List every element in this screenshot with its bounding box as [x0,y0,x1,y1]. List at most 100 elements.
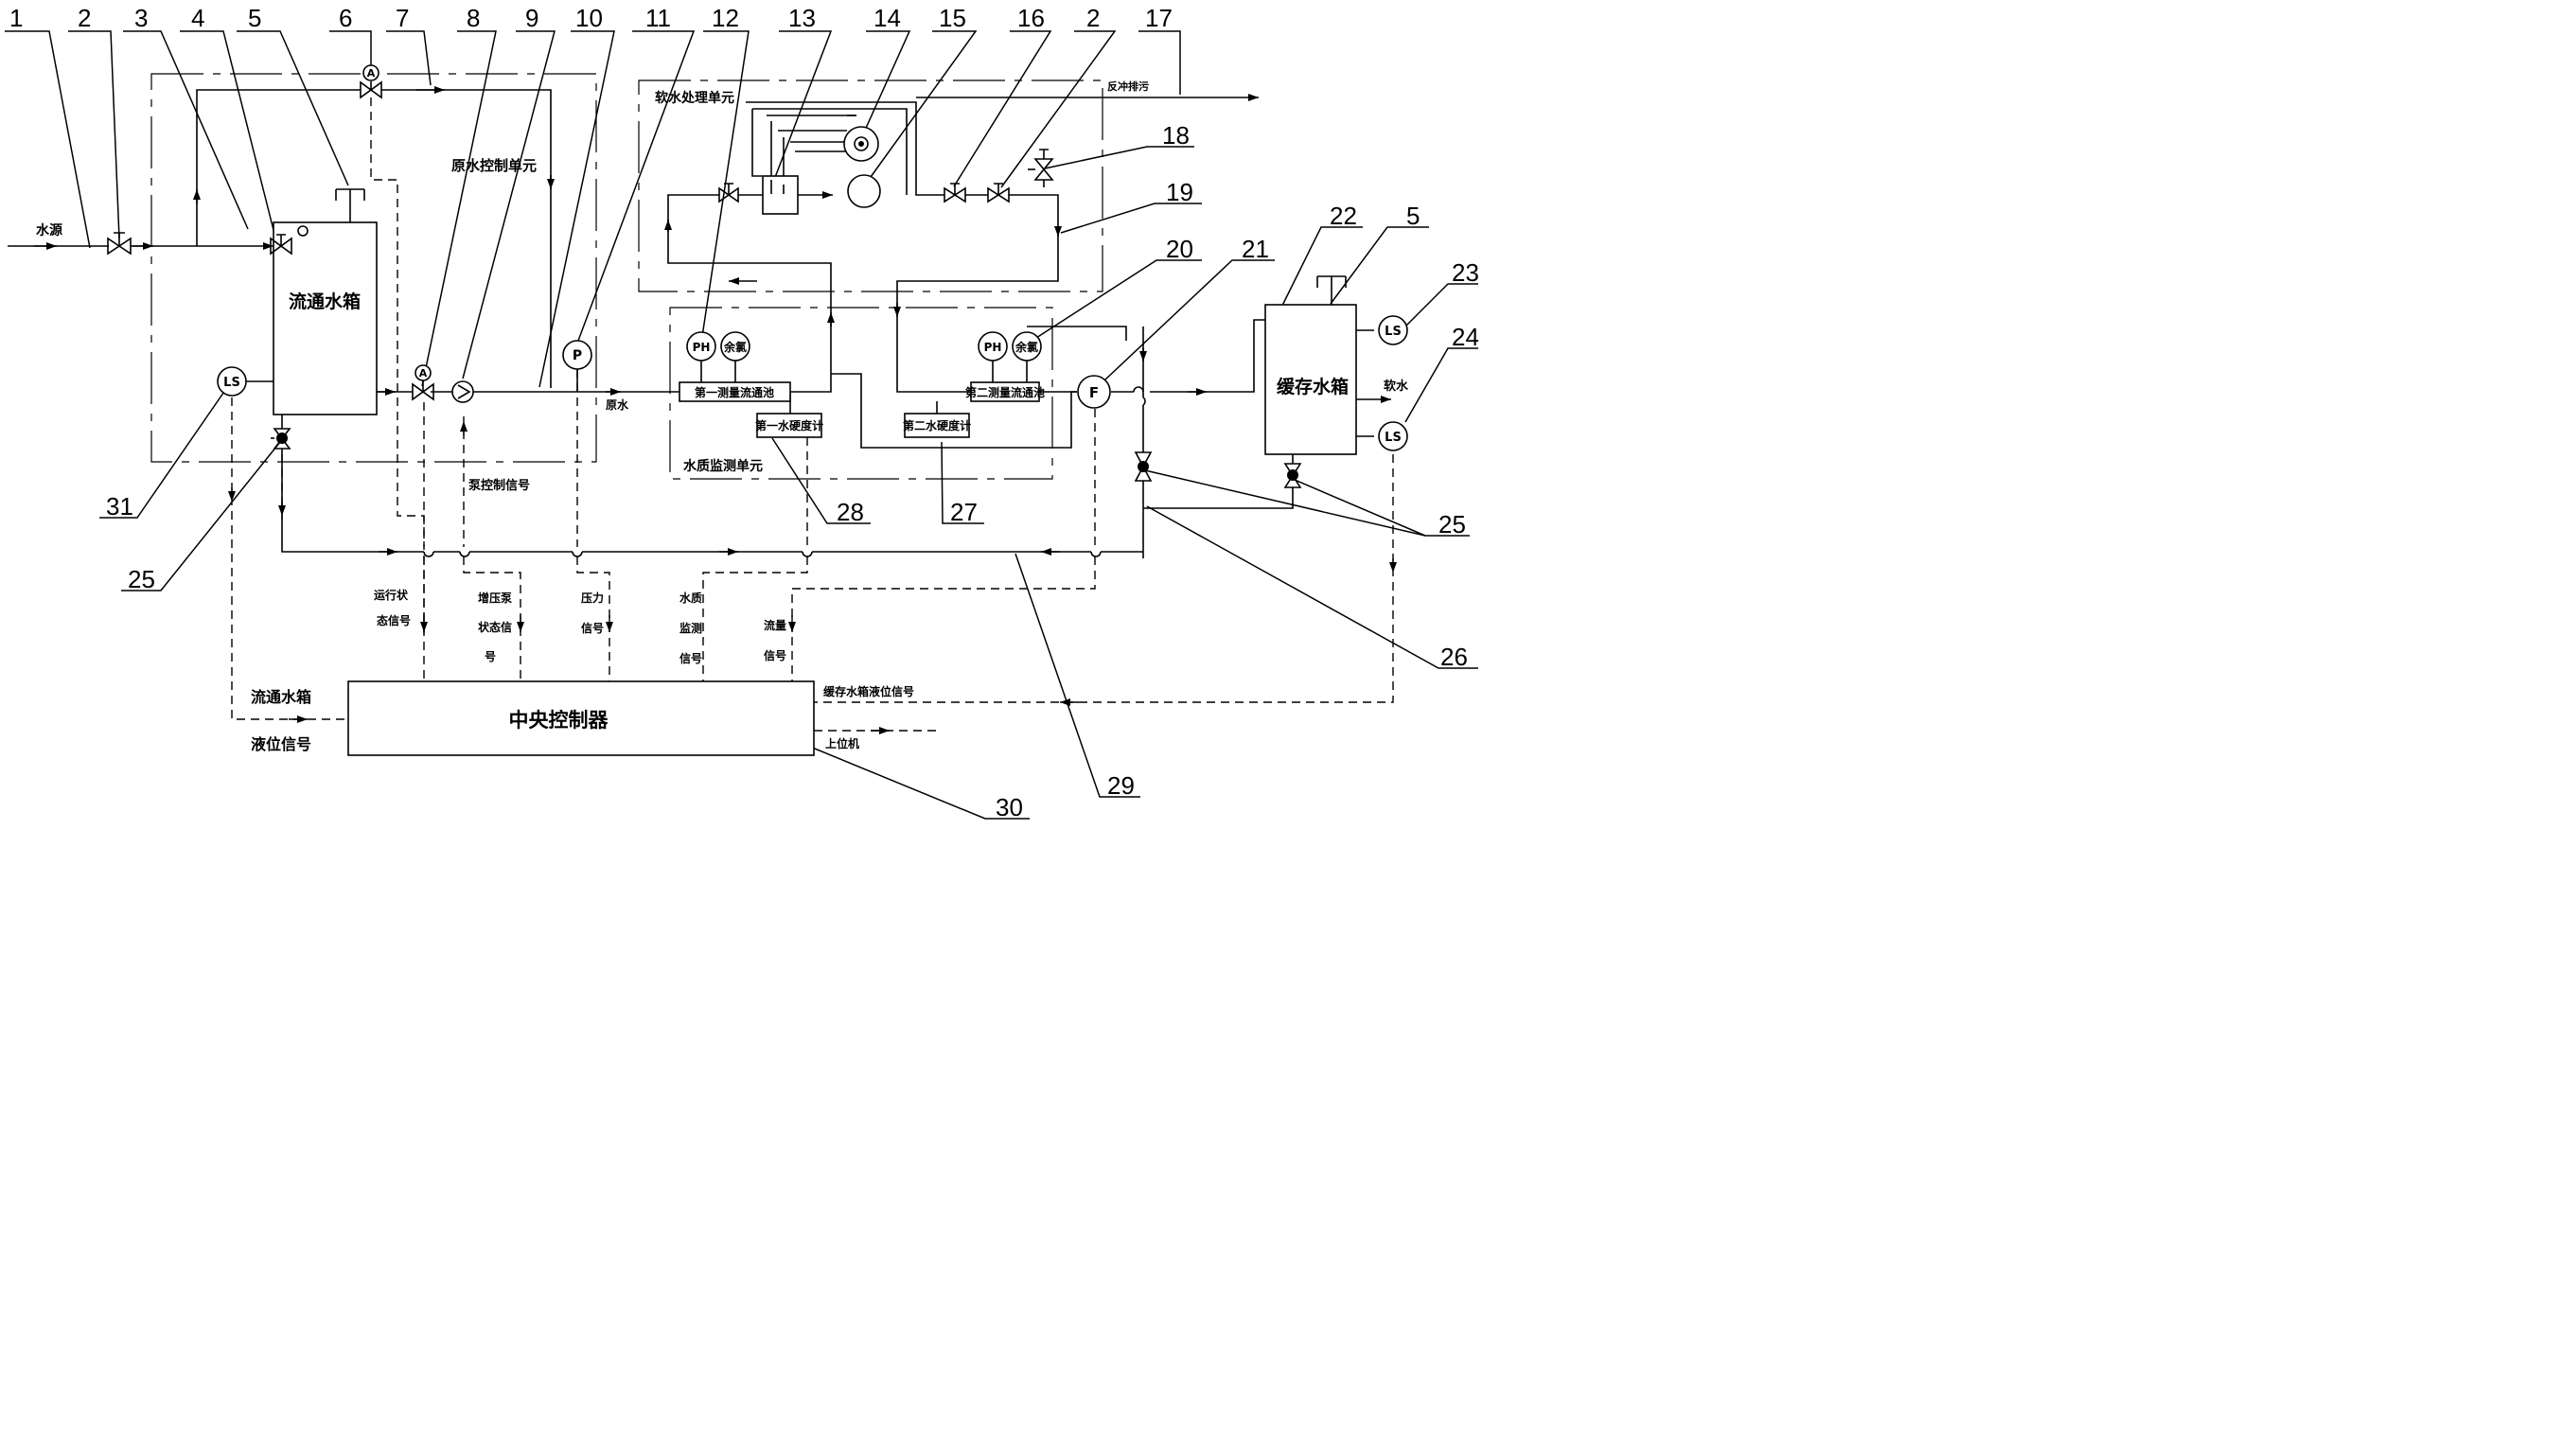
water-quality-unit-label: 水质监测单元 [683,458,763,474]
soft-water-unit-boundary [638,79,1103,292]
electric-valve-top: A [360,64,382,99]
part-number-7: 7 [396,4,409,32]
drain-valve-buffer-tank [1283,463,1302,488]
booster-pump [451,380,474,403]
part-number-20: 20 [1166,235,1193,263]
valve-a-label-2: A [419,367,428,380]
soft-water-unit-label: 软水处理单元 [655,90,734,106]
instruments: LS P F LS LS [217,315,1408,451]
valves: A A [107,64,1302,488]
central-controller-label: 中央控制器 [509,709,609,732]
part-number-15: 15 [939,4,966,32]
part-number-25b: 25 [1438,510,1466,538]
part-number-28: 28 [837,498,864,526]
level-switch-buffer-bottom: LS [1378,421,1408,451]
part-number-3: 3 [134,4,148,32]
flow-tank-level-signal-label-2: 液位信号 [251,735,311,753]
ls-label-1: LS [223,376,240,390]
level-switch-flow-tank: LS [217,366,273,397]
part-number-17: 17 [1145,4,1173,32]
part-number-21: 21 [1242,235,1269,263]
part-number-22: 22 [1330,202,1357,230]
backwash-label: 反冲排污 [1107,79,1149,93]
pressure-signal-label: 压力 [581,591,604,605]
raw-water-unit-label: 原水控制单元 [451,157,537,174]
buffer-tank: 缓存水箱 [1264,275,1357,455]
system-schematic: 1 2 3 4 5 6 7 8 9 10 11 12 13 14 15 16 2… [5,4,1479,821]
part-number-8: 8 [467,4,480,32]
flowmeter-label: F [1089,384,1099,401]
ls-label-2: LS [1385,325,1402,339]
first-measuring-cell: PH 余氯 第一测量流通池 [679,331,791,402]
ph-label-1: PH [693,341,711,354]
part-number-19: 19 [1166,178,1193,206]
booster-status-signal-label: 增压泵 [478,591,512,605]
softener-inlet-valve [718,183,739,203]
flow-tank: 流通水箱 [273,188,378,415]
part-numbers: 1 2 3 4 5 6 7 8 9 10 11 12 13 14 15 16 2… [9,4,1479,821]
raw-water-label: 原水 [606,397,629,412]
buffer-level-signal-label: 缓存水箱液位信号 [823,684,914,698]
second-measuring-cell: PH 余氯 第二测量流通池 [965,331,1045,402]
signal-lines [228,97,1397,734]
part-number-26: 26 [1440,643,1468,671]
run-status-signal-label: 运行状 [374,588,409,602]
pressure-gauge: P [562,340,592,392]
water-source-label: 水源 [36,222,62,238]
part-number-18: 18 [1162,121,1190,150]
inlet-ball-valve [107,232,132,256]
flow-tank-level-signal-label-1: 流通水箱 [251,688,311,706]
part-number-12: 12 [712,4,739,32]
level-switch-buffer-top: LS [1378,315,1408,345]
part-number-6: 6 [339,4,352,32]
unit-boundaries [150,73,1103,480]
leader-lines [5,30,1478,820]
first-cell-label: 第一测量流通池 [695,385,774,399]
sampling-valve-18 [1028,149,1054,181]
flowmeter: F [1077,375,1111,409]
second-hardness-meter: 第二水硬度计 [903,401,971,438]
part-number-13: 13 [788,4,816,32]
part-number-1: 1 [9,4,23,32]
chlorine-label-1: 余氯 [723,340,747,354]
flow-signal-label: 流量 [764,618,786,632]
text-labels: 水源 原水控制单元 软水处理单元 水质监测单元 反冲排污 原水 软水 泵控制信号… [36,79,1409,753]
booster-status-signal-label-3: 号 [485,649,496,663]
part-number-24: 24 [1452,323,1479,351]
chlorine-label-2: 余氯 [1015,340,1038,354]
pressure-label: P [573,348,582,363]
electric-valve-outlet: A [412,364,434,401]
drain-valve-bypass [1134,451,1153,482]
part-number-23: 23 [1452,258,1479,287]
water-quality-signal-label-3: 信号 [679,651,702,665]
water-quality-signal-label: 水质 [679,591,702,605]
first-meter-label: 第一水硬度计 [755,418,823,433]
raw-water-control-unit-boundary [150,73,597,463]
ph-label-2: PH [984,341,1002,354]
first-hardness-meter: 第一水硬度计 [755,413,823,438]
softener [762,126,881,215]
ls-label-3: LS [1385,431,1402,445]
part-number-27: 27 [950,498,978,526]
part-number-10: 10 [575,4,603,32]
part-number-29: 29 [1107,771,1135,800]
run-status-signal-label-2: 态信号 [377,613,411,627]
host-computer-label: 上位机 [825,736,859,750]
central-controller: 中央控制器 [347,680,815,756]
part-number-16: 16 [1017,4,1045,32]
valve-a-label-1: A [367,67,376,79]
soft-water-label: 软水 [1384,379,1409,394]
part-number-11: 11 [645,4,671,32]
part-number-9: 9 [525,4,538,32]
part-number-5b: 5 [1406,202,1420,230]
pressure-signal-label-2: 信号 [581,621,604,635]
booster-status-signal-label-2: 状态信 [478,620,512,634]
part-number-5: 5 [248,4,261,32]
drain-valve-flow-tank [271,428,291,450]
water-quality-unit-boundary [669,307,1053,480]
part-number-31: 31 [106,492,133,521]
pump-control-signal-label: 泵控制信号 [468,478,530,493]
softener-outlet-valve-16 [944,183,966,203]
part-number-25: 25 [128,565,155,593]
part-number-14: 14 [873,4,901,32]
